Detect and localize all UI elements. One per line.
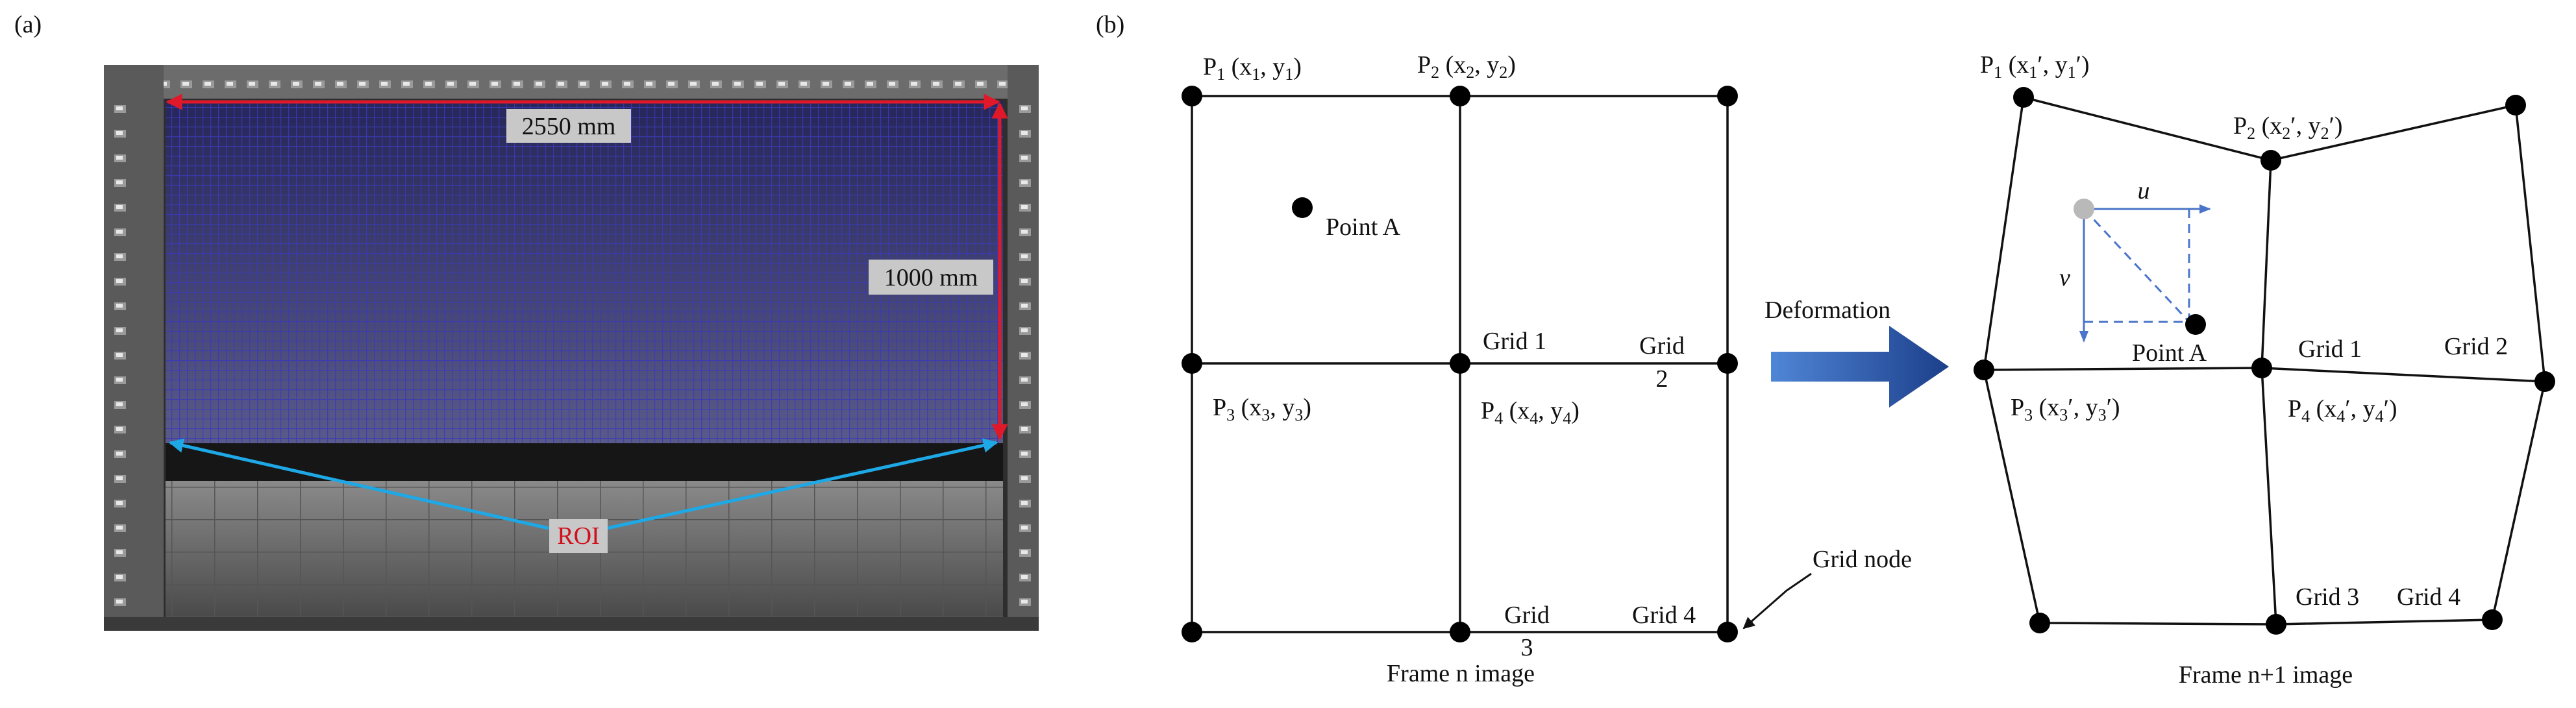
- frame-n1-vline: [2260, 160, 2277, 625]
- width-label-box: [506, 109, 631, 143]
- bottom-rail: [104, 617, 1039, 631]
- p3-label: P3 (x3, y3): [1213, 394, 1311, 424]
- height-label-box: [869, 260, 993, 295]
- deformation-label: Deformation: [1765, 297, 1890, 324]
- grid2-prime-label: Grid 2: [2444, 333, 2508, 360]
- height-label: 1000 mm: [884, 264, 978, 291]
- grid-node-label: Grid node: [1813, 546, 1912, 573]
- diagonal-vector: [2083, 208, 2190, 323]
- node-p2: [1450, 86, 1470, 106]
- right-column-bolts: [1013, 97, 1035, 616]
- displacement-vectors: [2074, 199, 2211, 343]
- top-rail-bolts: [104, 65, 1039, 99]
- grid-node-pointer: [1742, 572, 1812, 629]
- width-label: 2550 mm: [522, 113, 616, 140]
- point-a-label: Point A: [1326, 214, 1401, 241]
- p1-prime-label: P1 (x1′, y1′): [1980, 51, 2090, 82]
- p2-prime-label: P2 (x2′, y2′): [2233, 112, 2343, 143]
- grid4-prime-label: Grid 4: [2397, 583, 2460, 611]
- p4-prime-label: P4 (x4′, y4′): [2288, 395, 2397, 426]
- grid2-label-line1: Grid: [1639, 332, 1685, 360]
- frame-n-caption: Frame n image: [1387, 660, 1535, 687]
- grid4-label: Grid 4: [1632, 602, 1696, 629]
- node1-top-right: [2505, 95, 2526, 116]
- panel-a-label: (a): [14, 11, 42, 38]
- point-a-dot: [1292, 197, 1313, 218]
- roi-label-box: [549, 519, 608, 553]
- node-p1: [1182, 86, 1202, 106]
- left-column-bolts: [108, 97, 130, 616]
- frame-n-nodes: [1182, 86, 1738, 642]
- node-p4: [1450, 353, 1470, 374]
- node-mid-right: [1717, 353, 1738, 374]
- panel-b: (b) P1 (x1, y1) P2 (x2, y2) P3 (x3, y3) …: [1096, 11, 2555, 689]
- grid1-prime-label: Grid 1: [2298, 336, 2362, 363]
- node-bottom-left: [1182, 622, 1202, 642]
- deformation-arrow: [1771, 326, 1949, 408]
- node1-p3: [1974, 360, 1994, 380]
- node-bottom-mid: [1450, 622, 1470, 642]
- panel-a: (a) 2550 mm 1000 mm ROI: [14, 11, 1039, 631]
- node1-mid-right: [2534, 371, 2555, 392]
- point-a-prime-label: Point A: [2132, 339, 2207, 367]
- roi-arrow-left: [168, 438, 549, 530]
- node-bottom-right: [1717, 622, 1738, 642]
- p1-label: P1 (x1, y1): [1203, 53, 1302, 84]
- roi-label: ROI: [557, 522, 599, 550]
- grid3-prime-label: Grid 3: [2296, 583, 2359, 611]
- roi-grid-mesh: [166, 101, 1003, 443]
- panel-b-label: (b): [1096, 11, 1124, 38]
- grid3-label-line1: Grid: [1504, 602, 1550, 629]
- u-label: u: [2138, 177, 2150, 204]
- roi-arrow-right: [606, 438, 998, 530]
- node1-bottom-left: [2029, 613, 2050, 633]
- frame-n1-caption: Frame n+1 image: [2179, 661, 2353, 689]
- node-p3: [1182, 353, 1202, 374]
- node1-bottom-mid: [2266, 614, 2286, 635]
- frame-n1-nodes: [1974, 87, 2555, 635]
- node1-p2: [2260, 150, 2281, 171]
- grid1-label: Grid 1: [1483, 328, 1546, 355]
- point-a-moved-dot: [2185, 314, 2206, 335]
- p3-prime-label: P3 (x3′, y3′): [2011, 394, 2120, 424]
- node-top-right: [1717, 86, 1738, 106]
- dark-strip: [166, 443, 1003, 481]
- p2-label: P2 (x2, y2): [1417, 51, 1516, 82]
- node1-p1: [2013, 87, 2034, 108]
- node1-p4: [2251, 358, 2272, 378]
- p4-label: P4 (x4, y4): [1481, 397, 1579, 428]
- grid2-label-line2: 2: [1656, 365, 1668, 393]
- grid3-label-line2: 3: [1521, 634, 1533, 661]
- v-label: v: [2059, 264, 2070, 291]
- original-point-a: [2074, 199, 2094, 219]
- node1-bottom-right: [2482, 609, 2503, 630]
